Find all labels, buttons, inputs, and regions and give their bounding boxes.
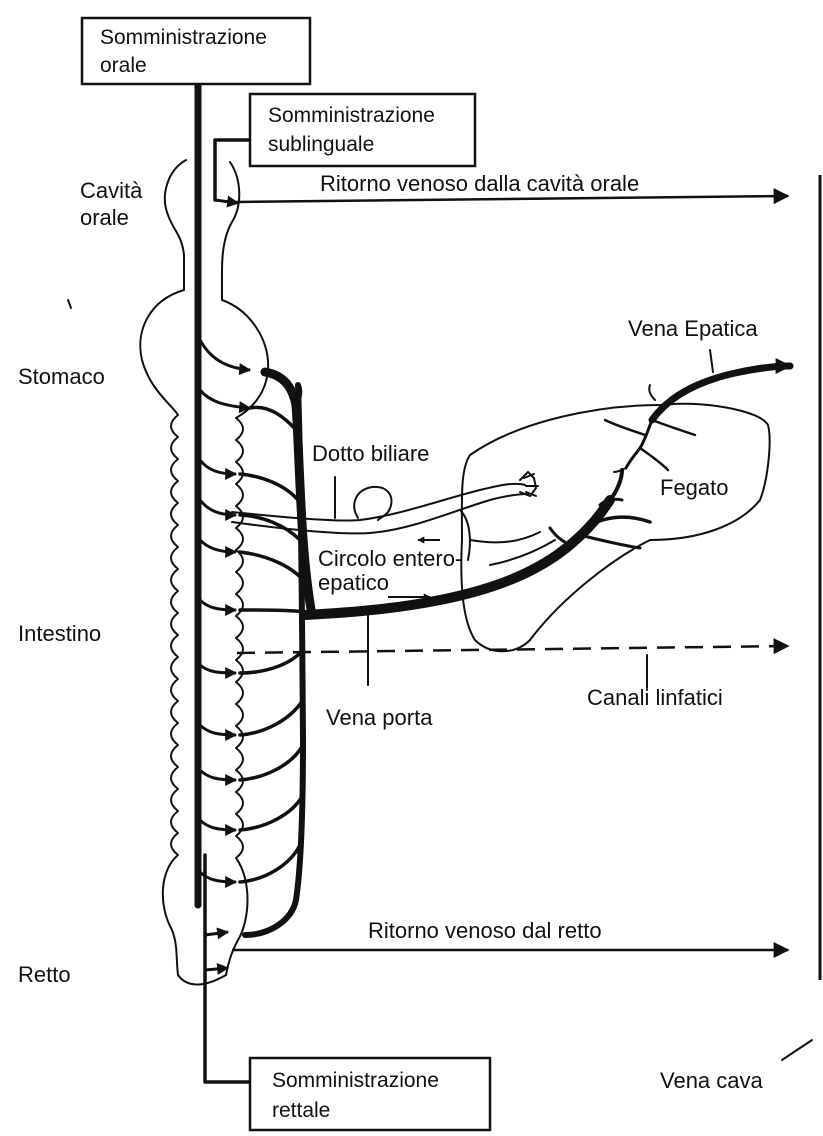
portal-vein-network	[240, 372, 650, 935]
liver-label: Fegato	[660, 475, 729, 500]
oral-administration-box: Somministrazione orale	[82, 18, 310, 84]
portal-vein-label: Vena porta	[326, 705, 433, 730]
rectal-box-line2: rettale	[272, 1099, 330, 1122]
lymphatic-channels-label: Canali linfatici	[587, 685, 723, 710]
enterohepatic-label-line1: Circolo entero-	[318, 546, 462, 571]
sublingual-administration-box: Somministrazione sublinguale	[250, 94, 475, 166]
rectal-administration-box: Somministrazione rettale	[250, 1058, 490, 1130]
vena-cava-label: Vena cava	[660, 1068, 764, 1093]
oral-box-line2: orale	[100, 54, 147, 77]
hepatic-vein-label: Vena Epatica	[628, 316, 758, 341]
stomach-label: Stomaco	[18, 364, 105, 389]
bile-duct-label: Dotto biliare	[312, 441, 429, 466]
oral-box-line1: Somministrazione	[100, 26, 267, 49]
intestine-label: Intestino	[18, 621, 101, 646]
liver	[460, 366, 790, 651]
enterohepatic-label-line2: epatico	[318, 570, 389, 595]
rectal-venous-return-label: Ritorno venoso dal retto	[368, 918, 602, 943]
sublingual-box-line1: Somministrazione	[268, 104, 435, 127]
gi-tract-outline	[68, 160, 268, 984]
oral-cavity-label-line2: orale	[80, 205, 129, 230]
oral-cavity-label-line1: Cavità	[80, 178, 143, 203]
oral-venous-return-label: Ritorno venoso dalla cavità orale	[320, 171, 639, 196]
systemic-returns	[232, 196, 788, 950]
sublingual-box-line2: sublinguale	[268, 133, 374, 156]
rectum-label: Retto	[18, 962, 71, 987]
rectal-box-line1: Somministrazione	[272, 1069, 439, 1092]
